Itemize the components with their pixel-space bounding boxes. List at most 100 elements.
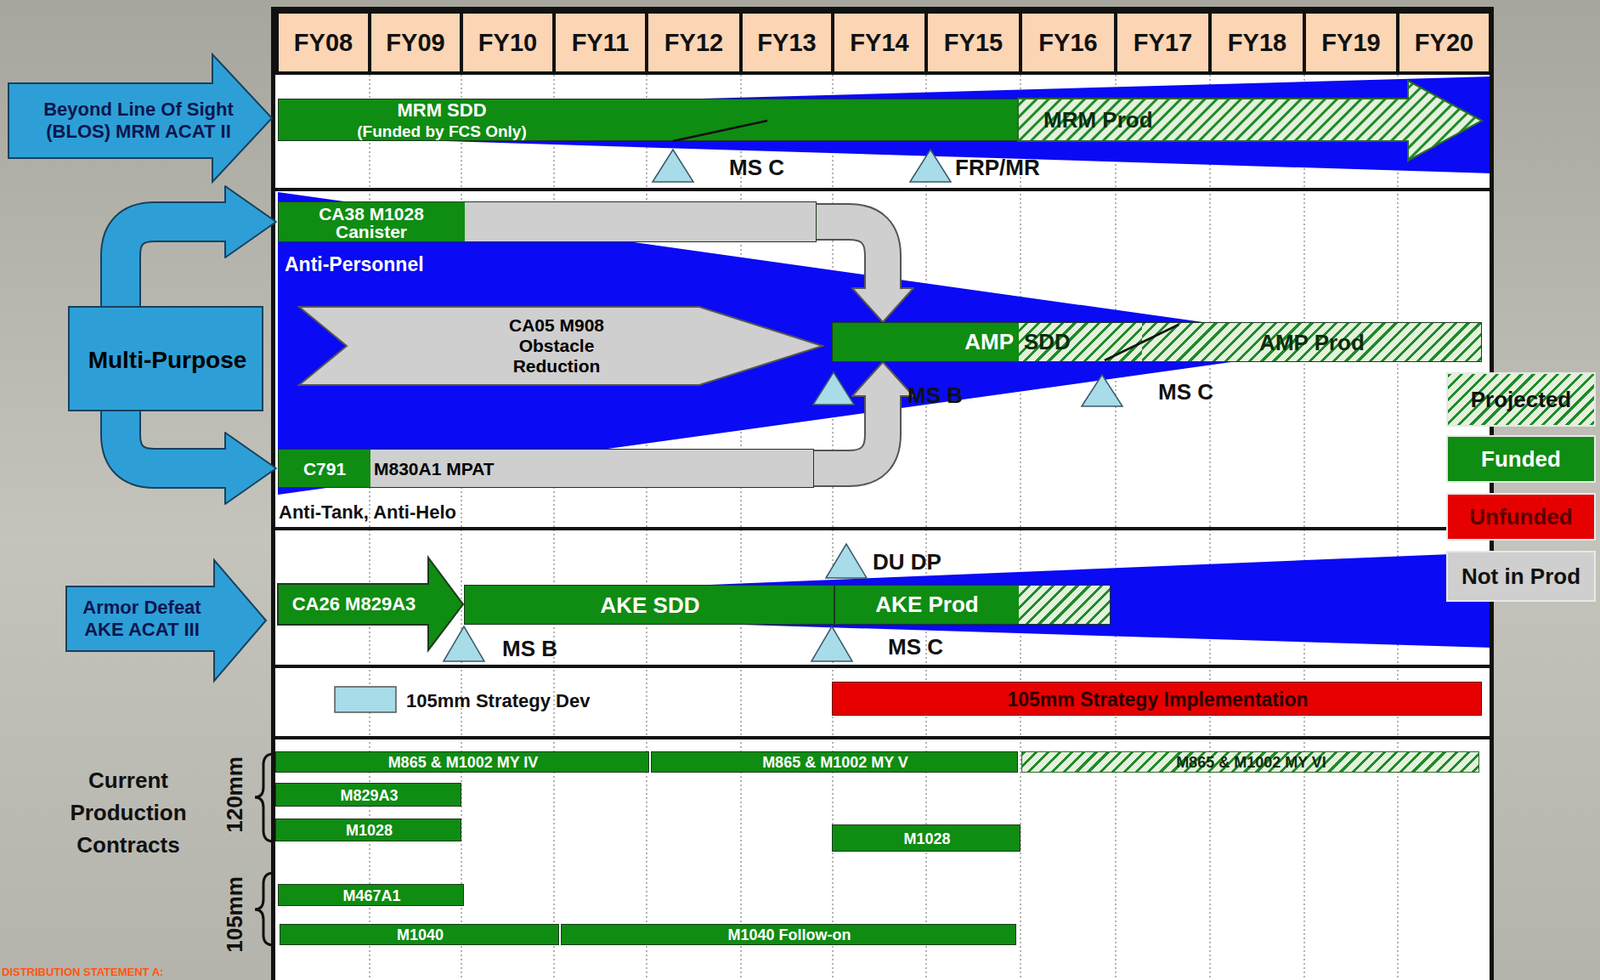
node-text: AKE Prod: [835, 592, 1019, 618]
contract-bar: M865 & M1002 MY VI: [1021, 751, 1480, 773]
row-separator: [273, 735, 1493, 740]
milestone-label: MS C: [887, 634, 944, 661]
milestone-label: MS B: [907, 383, 963, 409]
node-text: AMP: [832, 329, 1014, 356]
milestone-label: MS C: [729, 155, 785, 181]
phase-slash: [672, 120, 768, 142]
arrowhead: [225, 432, 277, 504]
header-cell: FY11: [555, 13, 645, 72]
node-text: CA05 M908 Obstacle Reduction: [484, 315, 629, 377]
distribution-note: DISTRIBUTION STATEMENT A:: [1, 966, 164, 979]
node-text: Beyond Line Of Sight (BLOS) MRM ACAT II: [15, 98, 262, 144]
contract-bar: M1028: [831, 824, 1021, 852]
row-separator: [273, 526, 1493, 531]
header-cell: FY13: [742, 13, 832, 72]
node-text: AMP Prod: [1142, 330, 1482, 357]
shape-fill: [66, 559, 266, 681]
header-cell: FY16: [1022, 13, 1114, 72]
milestone-label: MS B: [502, 636, 558, 662]
caliber-label: 120mm: [222, 756, 249, 833]
connector-outline: [120, 411, 228, 469]
connector-arrow: [814, 361, 914, 469]
shape-fill: [277, 557, 464, 651]
year-header: FY11: [555, 30, 645, 56]
legend-text: Unfunded: [1447, 505, 1595, 528]
node-text: M829A3: [276, 786, 463, 805]
node-text: (Funded by FCS Only): [331, 123, 553, 140]
node-text: M830A1 MPAT: [373, 458, 629, 480]
phase-slash: [1104, 324, 1179, 361]
connector-band: [814, 393, 883, 469]
connector-band: [120, 411, 228, 469]
header-band: [273, 6, 1493, 75]
not-in-prod-arrow: CA05 M908 Obstacle Reduction: [298, 305, 825, 386]
funded-bar: AKE Prod: [834, 584, 1111, 625]
header-cell: FY14: [834, 13, 925, 72]
arrowhead: [852, 361, 914, 396]
blue-wedge: [277, 76, 1493, 174]
contract-bar: M1028: [275, 818, 462, 842]
header-cell: FY10: [463, 13, 553, 72]
header-cell: FY20: [1399, 13, 1489, 72]
year-header: FY20: [1399, 30, 1489, 56]
year-header: FY15: [927, 30, 1019, 56]
node-text: M1040 Follow-on: [561, 926, 1018, 945]
node-text: CA26 M829A3: [279, 593, 429, 615]
unfunded-bar: 105mm Strategy Implementation: [831, 681, 1482, 716]
strategy-dev-box: [334, 686, 396, 713]
program-arrow: Beyond Line Of Sight (BLOS) MRM ACAT II: [8, 52, 274, 184]
legend-text: Not in Prod: [1447, 565, 1595, 588]
node-text: Armor Defeat AKE ACAT III: [69, 596, 215, 642]
connector-outline: [120, 221, 228, 306]
shape-fill: [299, 306, 823, 385]
node-text: AKE SDD: [464, 593, 836, 619]
milestone-label: MS C: [1158, 379, 1214, 406]
node-text: M1028: [276, 821, 463, 840]
node-text: MRM SDD: [331, 101, 553, 120]
header-cell: FY18: [1211, 13, 1303, 72]
category-label: Anti-Tank, Anti-Helo: [278, 501, 457, 523]
year-header: FY18: [1211, 30, 1303, 56]
program-arrow: Armor Defeat AKE ACAT III: [66, 559, 268, 682]
contract-bar: M1040: [279, 923, 560, 945]
header-cell: FY08: [278, 13, 368, 72]
arrowhead: [225, 186, 277, 258]
year-header: FY10: [463, 30, 553, 56]
node-text: 105mm Strategy Implementation: [832, 688, 1483, 711]
node-text: MRM Prod: [1043, 107, 1231, 134]
contract-bar: M467A1: [277, 883, 464, 906]
funded-bar: C791M830A1 MPAT: [277, 448, 815, 488]
funded-bar: MRM SDD (Funded by FCS Only): [277, 98, 1018, 142]
connector-arrow: [816, 221, 914, 323]
funded-bar: AKE SDD: [463, 584, 835, 625]
node-text: M865 & M1002 MY V: [651, 753, 1019, 772]
funded-bar: CA38 M1028 Canister: [277, 201, 817, 243]
milestone-label: FRP/MR: [955, 155, 1041, 181]
node-text: SDD: [1023, 329, 1135, 356]
connector-outline: [814, 393, 883, 469]
category-label: Anti-Personnel: [284, 253, 425, 276]
bracket: [254, 753, 274, 945]
legend-swatch: Projected: [1446, 372, 1596, 427]
node-text: M1040: [280, 926, 560, 945]
funded-arrow: CA26 M829A3: [277, 556, 464, 651]
category-box: Multi-Purpose: [67, 305, 264, 412]
year-header: FY13: [742, 30, 832, 56]
blue-wedge: [463, 552, 1493, 648]
projected-arrow: MRM Prod: [1017, 79, 1484, 162]
shape-fill: [1017, 80, 1482, 161]
year-header: FY19: [1306, 30, 1397, 56]
chart-area: [273, 6, 1493, 980]
header-cell: FY15: [927, 13, 1019, 72]
node-text: M865 & M1002 MY IV: [276, 753, 651, 772]
projected-bar: AMP Prod: [1142, 322, 1482, 362]
caliber-label: 105mm: [222, 876, 249, 953]
connector-outline: [816, 221, 883, 291]
year-header: FY08: [278, 30, 368, 56]
year-header: FY14: [834, 30, 925, 56]
milestone-label: DU DP: [872, 549, 942, 576]
legend-swatch: Funded: [1446, 435, 1596, 483]
node-text: C791: [278, 458, 371, 480]
header-cell: FY12: [648, 13, 740, 72]
year-header: FY12: [648, 30, 740, 56]
